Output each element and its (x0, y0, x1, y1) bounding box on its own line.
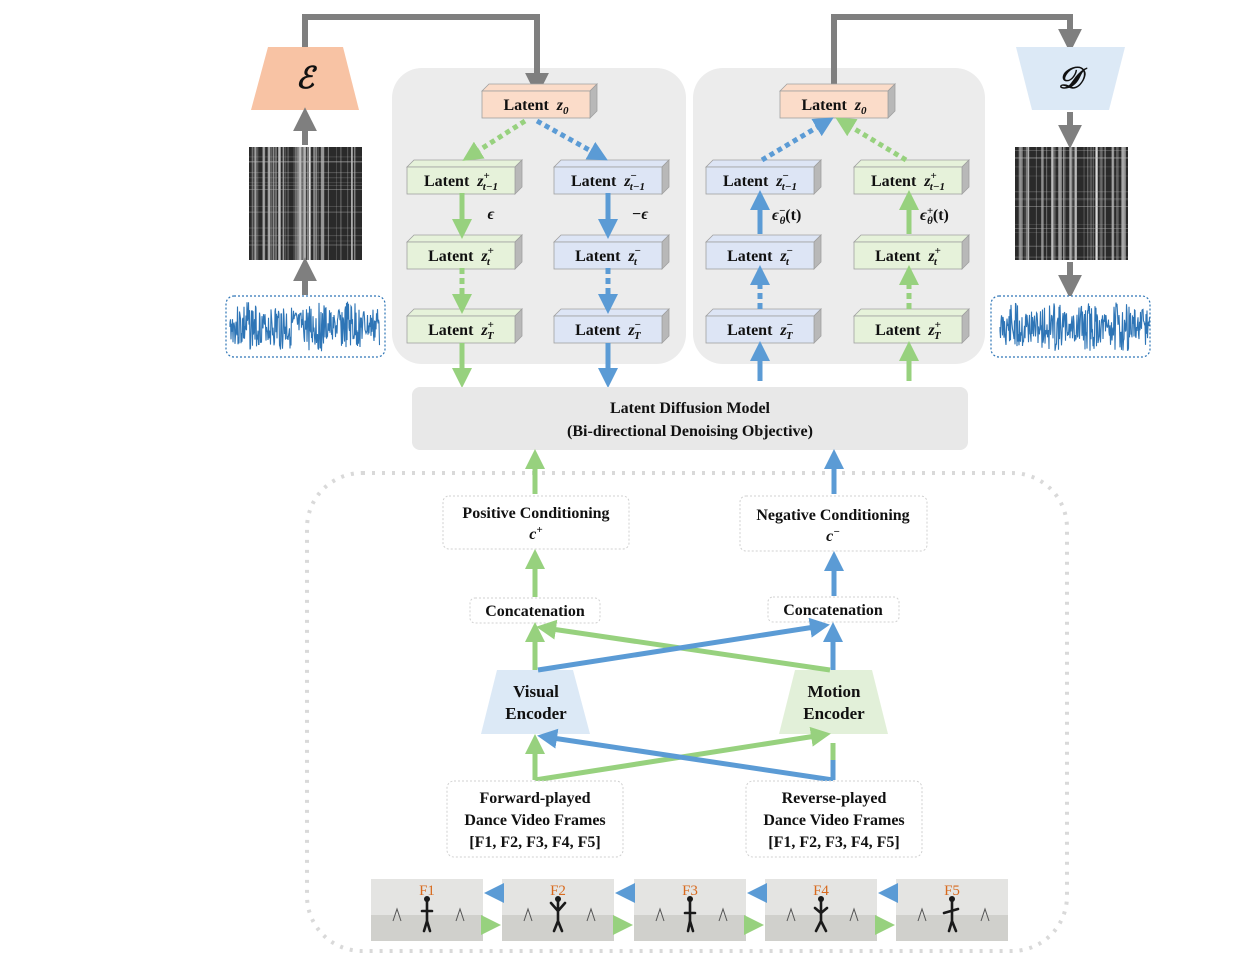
left-pos-latent-2-label: Latent z+T (428, 319, 495, 342)
pos-t1-to-z0-arrow (835, 117, 908, 163)
latent-to-decoder-arrow (831, 14, 1082, 86)
right-neg-latent-1-label: Latent z−t (727, 245, 793, 268)
left-pos-latent-1: Latent z+t (406, 234, 523, 270)
motion-encoder-block (779, 670, 888, 734)
encoder-to-latent-arrow (302, 14, 549, 97)
reverse-frames-line-2: Dance Video Frames (763, 812, 904, 829)
left-pos-latent-0-label: Latent z+t−1 (424, 170, 498, 193)
concatenation-box-left (469, 597, 601, 624)
right-pos-latent-2: Latent z+T (853, 308, 970, 344)
left-neg-latent-0: Latent z−t−1 (553, 159, 670, 195)
right-latent-z0-label: Latent z0 (801, 97, 867, 117)
forward-frames-line-3: [F1, F2, F3, F4, F5] (469, 834, 601, 851)
left-neg-latent-2-label: Latent z−T (575, 319, 642, 342)
negative-conditioning-box (739, 495, 928, 552)
pos-eps-label: ϵ+θ(t) (920, 205, 949, 227)
visual-encoder-block (481, 670, 590, 734)
right-pos-latent-1-label: Latent z+t (875, 245, 941, 268)
left-neg-latent-2: Latent z−T (553, 308, 670, 344)
reverse-to-visual-arrow (537, 728, 834, 783)
right-neg-latent-2: Latent z−T (705, 308, 822, 344)
motion-encoder-label-1: Motion (808, 682, 861, 701)
visual-to-neg-concat-arrow (537, 617, 830, 673)
input-spectrogram (249, 147, 362, 260)
positive-conditioning-symbol: c+ (529, 524, 542, 543)
z0-to-neg-t1-arrow (535, 118, 608, 161)
reverse-diffusion-panel (693, 68, 985, 364)
concatenation-label-left: Concatenation (485, 603, 585, 620)
left-neg-latent-0-label: Latent z−t−1 (571, 170, 645, 193)
right-neg-latent-1: Latent z−t (705, 234, 822, 270)
forward-frames-box (446, 780, 624, 858)
positive-conditioning-label: Positive Conditioning (462, 505, 609, 522)
frame-label-2: F2 (550, 883, 566, 899)
video-frame-1: F1 (371, 879, 483, 941)
video-frame-5: F5 (896, 879, 1008, 941)
right-neg-latent-2-label: Latent z−T (727, 319, 794, 342)
concatenation-box-right (767, 596, 900, 623)
ldm-subtitle: (Bi-directional Denoising Objective) (567, 423, 813, 440)
output-waveform (990, 295, 1151, 358)
frame-label-1: F1 (419, 883, 435, 899)
left-neg-latent-1-label: Latent z−t (575, 245, 641, 268)
neg-eps-label: ϵ−θ(t) (772, 205, 801, 227)
ldm-title: Latent Diffusion Model (610, 400, 771, 417)
right-latent-z0: Latent z0 (779, 83, 896, 119)
output-spectrogram (1015, 147, 1128, 260)
left-latent-z0: Latent z0 (481, 83, 598, 119)
pos-noise-label: ϵ (488, 206, 495, 223)
frame-label-3: F3 (682, 883, 698, 899)
neg-t1-to-z0-arrow (760, 117, 834, 163)
positive-conditioning-box (442, 495, 630, 550)
video-frame-4: F4 (765, 879, 877, 941)
right-pos-latent-0-label: Latent z+t−1 (871, 170, 945, 193)
encoder-block (251, 47, 359, 110)
frame-label-4: F4 (813, 883, 829, 899)
forward-frames-line-1: Forward-played (479, 790, 590, 807)
right-neg-latent-0-label: Latent z−t−1 (723, 170, 797, 193)
neg-noise-label: −ϵ (632, 206, 649, 223)
concatenation-label-right: Concatenation (783, 602, 883, 619)
motion-encoder-label-2: Encoder (803, 704, 865, 723)
right-neg-latent-0: Latent z−t−1 (705, 159, 822, 195)
encoder-symbol: ℰ (296, 62, 318, 95)
right-pos-latent-2-label: Latent z+T (875, 319, 942, 342)
left-neg-latent-1: Latent z−t (553, 234, 670, 270)
negative-conditioning-label: Negative Conditioning (756, 507, 909, 524)
negative-conditioning-symbol: c− (826, 526, 840, 545)
decoder-block (1016, 47, 1125, 110)
z0-to-pos-t1-arrow (462, 118, 527, 161)
video-frame-2: F2 (502, 879, 614, 941)
reverse-frames-box (745, 780, 923, 858)
forward-frames-line-2: Dance Video Frames (464, 812, 605, 829)
right-pos-latent-1: Latent z+t (853, 234, 970, 270)
left-pos-latent-1-label: Latent z+t (428, 245, 494, 268)
visual-encoder-label-2: Encoder (505, 704, 567, 723)
left-pos-latent-0: Latent z+t−1 (406, 159, 523, 195)
conditioning-region (305, 471, 1069, 953)
frame-label-5: F5 (944, 883, 960, 899)
video-frame-3: F3 (634, 879, 746, 941)
right-pos-latent-0: Latent z+t−1 (853, 159, 970, 195)
left-pos-latent-2: Latent z+T (406, 308, 523, 344)
reverse-frames-line-1: Reverse-played (782, 790, 887, 807)
left-latent-z0-label: Latent z0 (503, 97, 569, 117)
latent-diffusion-model-box (412, 387, 968, 450)
reverse-frames-line-3: [F1, F2, F3, F4, F5] (768, 834, 900, 851)
visual-encoder-label-1: Visual (513, 682, 559, 701)
input-waveform (225, 295, 386, 358)
